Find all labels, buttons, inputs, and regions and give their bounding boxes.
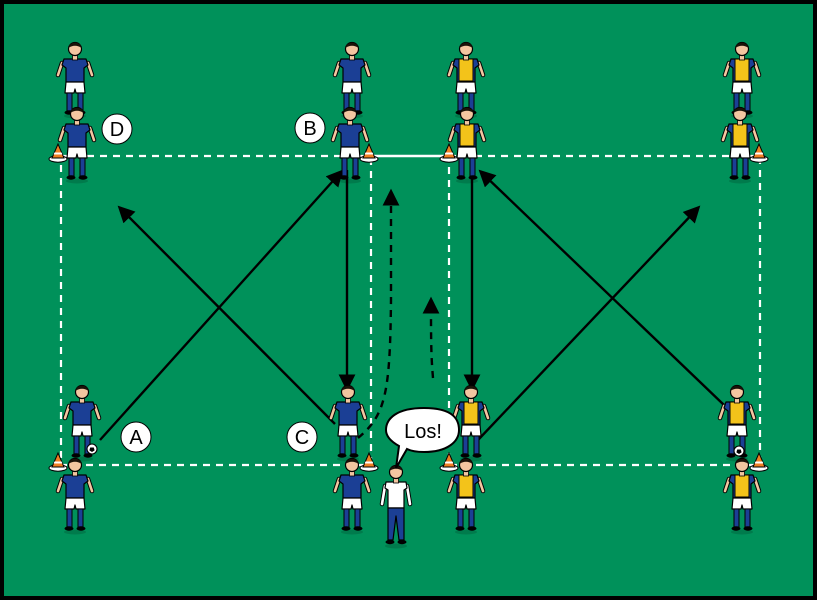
speech-bubble: Los! <box>384 406 461 469</box>
arrow-right-diagonal-up <box>477 205 701 441</box>
label-b-text: B <box>303 118 316 140</box>
label-d: D <box>101 113 133 145</box>
label-a: A <box>120 421 152 453</box>
pass-arrows <box>99 169 725 441</box>
dashed-run-left <box>357 188 400 439</box>
dribble-paths <box>357 188 440 439</box>
field-markings <box>59 154 762 467</box>
label-b: B <box>294 112 326 144</box>
position-labels: D B A C <box>101 112 326 453</box>
arrow-c-to-d <box>117 205 336 425</box>
dashed-run-right <box>422 296 440 379</box>
speech-bubble-shape <box>384 406 461 469</box>
pitch-surface <box>4 4 813 596</box>
label-d-text: D <box>110 119 124 141</box>
soccer-ball-icon <box>86 443 98 455</box>
right-square-outline <box>447 154 762 467</box>
label-c: C <box>286 421 318 453</box>
soccer-ball-icon <box>733 445 745 457</box>
arrow-a-to-b <box>99 169 344 441</box>
left-square-outline <box>59 154 373 467</box>
label-c-text: C <box>295 427 309 449</box>
arrow-right-diagonal-back <box>478 169 725 406</box>
speech-bubble-text: Los! <box>404 421 442 443</box>
label-a-text: A <box>129 427 143 449</box>
